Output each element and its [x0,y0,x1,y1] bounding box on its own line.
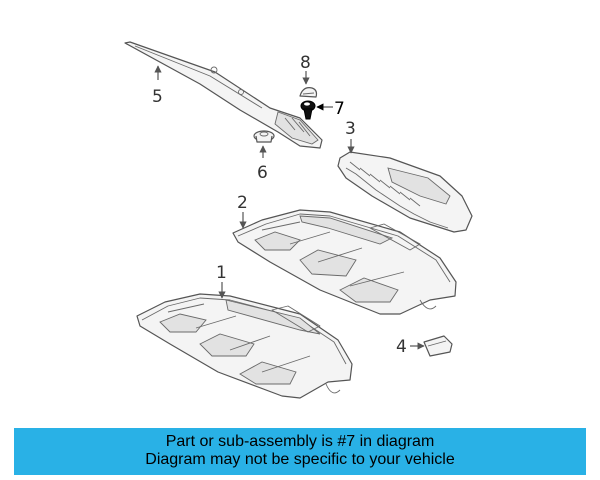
callout-4: 4 [396,337,407,357]
callout-7: 7 [334,99,345,119]
callout-5: 5 [152,87,163,107]
part-8-cap [299,87,318,98]
callout-3: 3 [345,119,356,139]
part-7-clip [300,100,316,120]
part-4-bracket [423,335,453,357]
part-5-trim-strip [124,41,323,149]
callout-2: 2 [237,193,248,213]
part-3-trim-panel [337,151,473,233]
banner-line-1: Part or sub-assembly is #7 in diagram [165,433,435,450]
callout-8: 8 [300,53,311,73]
info-banner: Part or sub-assembly is #7 in diagram Di… [14,428,586,475]
banner-line-2: Diagram may not be specific to your vehi… [145,451,455,468]
callout-6: 6 [257,163,268,183]
callout-1: 1 [216,263,227,283]
part-1-package-tray [136,293,353,399]
parts-diagram: 5 8 7 6 3 2 [124,41,473,399]
part-6-grommet [253,130,275,143]
part-2-package-tray [232,209,457,315]
